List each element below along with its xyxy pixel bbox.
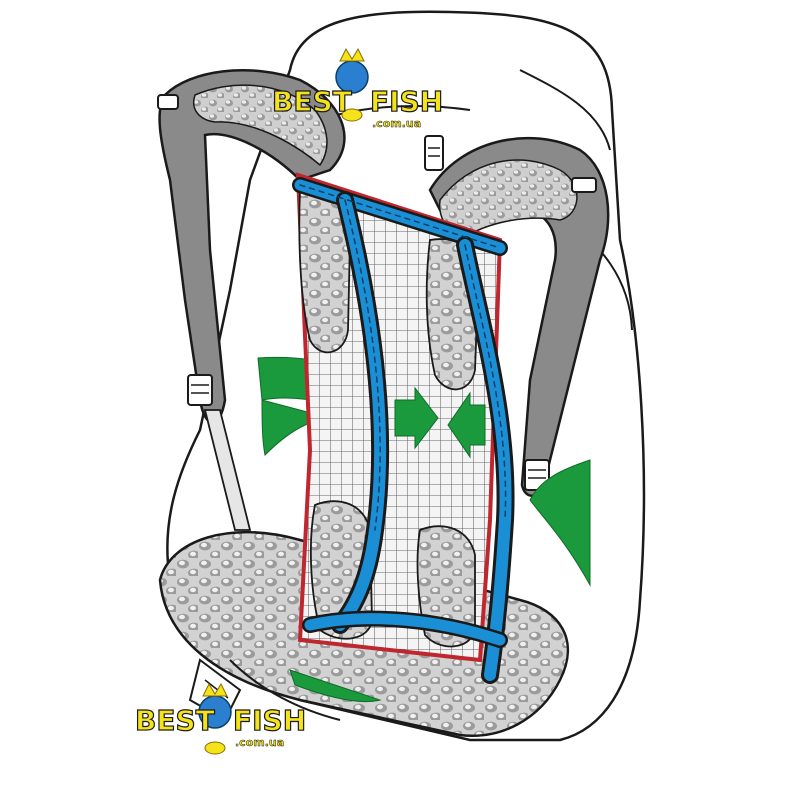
left-strap-buckle-icon bbox=[187, 374, 213, 406]
right-shoulder-strap bbox=[428, 137, 610, 497]
logo-brand-left: BEST bbox=[272, 85, 352, 118]
brand-logo-bottom: BEST FISH .com.ua bbox=[134, 682, 307, 755]
left-shoulder-strap bbox=[157, 69, 346, 531]
top-buckle-icon bbox=[424, 135, 444, 171]
airflow-arrow-right-icon bbox=[529, 459, 591, 587]
logo-brand-left: BEST bbox=[135, 704, 215, 737]
frame-bottom-bar bbox=[304, 613, 506, 646]
compression-arrows bbox=[394, 386, 486, 459]
logo-brand-right: FISH bbox=[233, 704, 306, 737]
brand-logo-top: BEST FISH .com.ua bbox=[271, 47, 444, 130]
logo-brand-right: FISH bbox=[370, 85, 443, 118]
crown-icon bbox=[339, 47, 365, 62]
crown-icon bbox=[202, 682, 228, 697]
logo-domain: .com.ua bbox=[372, 117, 421, 130]
frame-stays bbox=[292, 177, 515, 684]
logo-domain: .com.ua bbox=[235, 736, 284, 749]
arrow-right-icon bbox=[394, 386, 439, 450]
arrow-left-icon bbox=[447, 391, 486, 459]
